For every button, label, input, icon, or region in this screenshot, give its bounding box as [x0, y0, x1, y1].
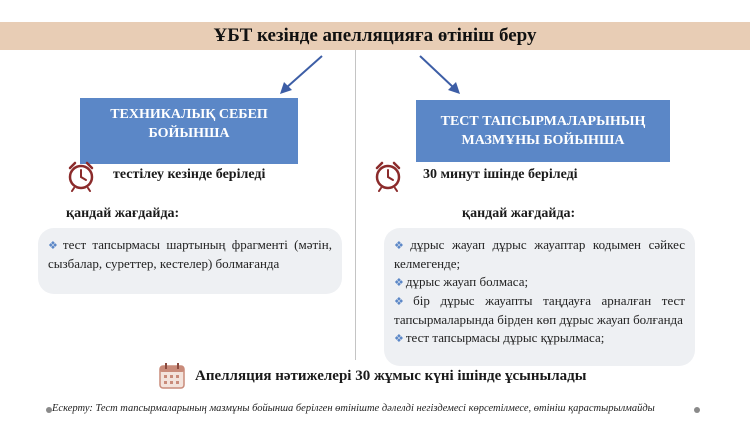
content-reason-label: ТЕСТ ТАПСЫРМАЛАРЫНЫҢ МАЗМҰНЫ БОЙЫНША	[440, 114, 646, 148]
arrow-down-right-icon	[419, 55, 460, 94]
list-item: ❖дұрыс жауап болмаса;	[394, 273, 685, 292]
note-dot-right	[694, 407, 700, 413]
list-item-text: бір дұрыс жауапты таңдауға арналған тест…	[394, 293, 685, 327]
diamond-bullet-icon: ❖	[48, 240, 61, 252]
right-case-heading: қандай жағдайда:	[462, 206, 576, 221]
calendar-icon	[159, 363, 185, 389]
page-title: ҰБТ кезінде апелляцияға өтініш беру	[213, 25, 537, 46]
list-item: ❖дұрыс жауап дұрыс жауаптар кодымен сәйк…	[394, 236, 685, 273]
list-item: ❖тест тапсырмасы дұрыс құрылмаса;	[394, 329, 685, 348]
footnote: Ескерту: Тест тапсырмаларының мазмұны бо…	[52, 403, 655, 414]
result-note: Апелляция нәтижелері 30 жұмыс күні ішінд…	[195, 368, 587, 384]
alarm-clock-icon	[375, 161, 401, 192]
diamond-bullet-icon: ❖	[394, 277, 404, 289]
right-cases-panel: ❖дұрыс жауап дұрыс жауаптар кодымен сәйк…	[384, 228, 695, 366]
note-dot-left	[46, 407, 52, 413]
list-item: тест тапсырмасы шартының фрагменті (мәті…	[48, 237, 332, 271]
title-bar	[0, 22, 750, 50]
left-case-heading: қандай жағдайда:	[66, 206, 180, 221]
technical-reason-label: ТЕХНИКАЛЫҚ СЕБЕП БОЙЫНША	[110, 107, 268, 141]
list-item-text: дұрыс жауап дұрыс жауаптар кодымен сәйке…	[394, 237, 685, 271]
center-divider	[355, 50, 356, 360]
list-item-text: тест тапсырмасы дұрыс құрылмаса;	[405, 330, 605, 345]
list-item: ❖бір дұрыс жауапты таңдауға арналған тес…	[394, 292, 685, 329]
technical-reason-box: ТЕХНИКАЛЫҚ СЕБЕП БОЙЫНША	[80, 98, 298, 164]
left-time-note: тестілеу кезінде беріледі	[113, 167, 266, 182]
diamond-bullet-icon: ❖	[394, 333, 404, 345]
list-item-text: дұрыс жауап болмаса;	[405, 274, 529, 289]
diamond-bullet-icon: ❖	[394, 240, 409, 252]
content-reason-box: ТЕСТ ТАПСЫРМАЛАРЫНЫҢ МАЗМҰНЫ БОЙЫНША	[416, 100, 670, 162]
left-cases-panel: ❖тест тапсырмасы шартының фрагменті (мәт…	[38, 228, 342, 294]
diamond-bullet-icon: ❖	[394, 296, 412, 308]
alarm-clock-icon	[68, 161, 94, 192]
right-time-note: 30 минут ішінде беріледі	[423, 167, 578, 182]
arrow-down-left-icon	[280, 55, 323, 94]
